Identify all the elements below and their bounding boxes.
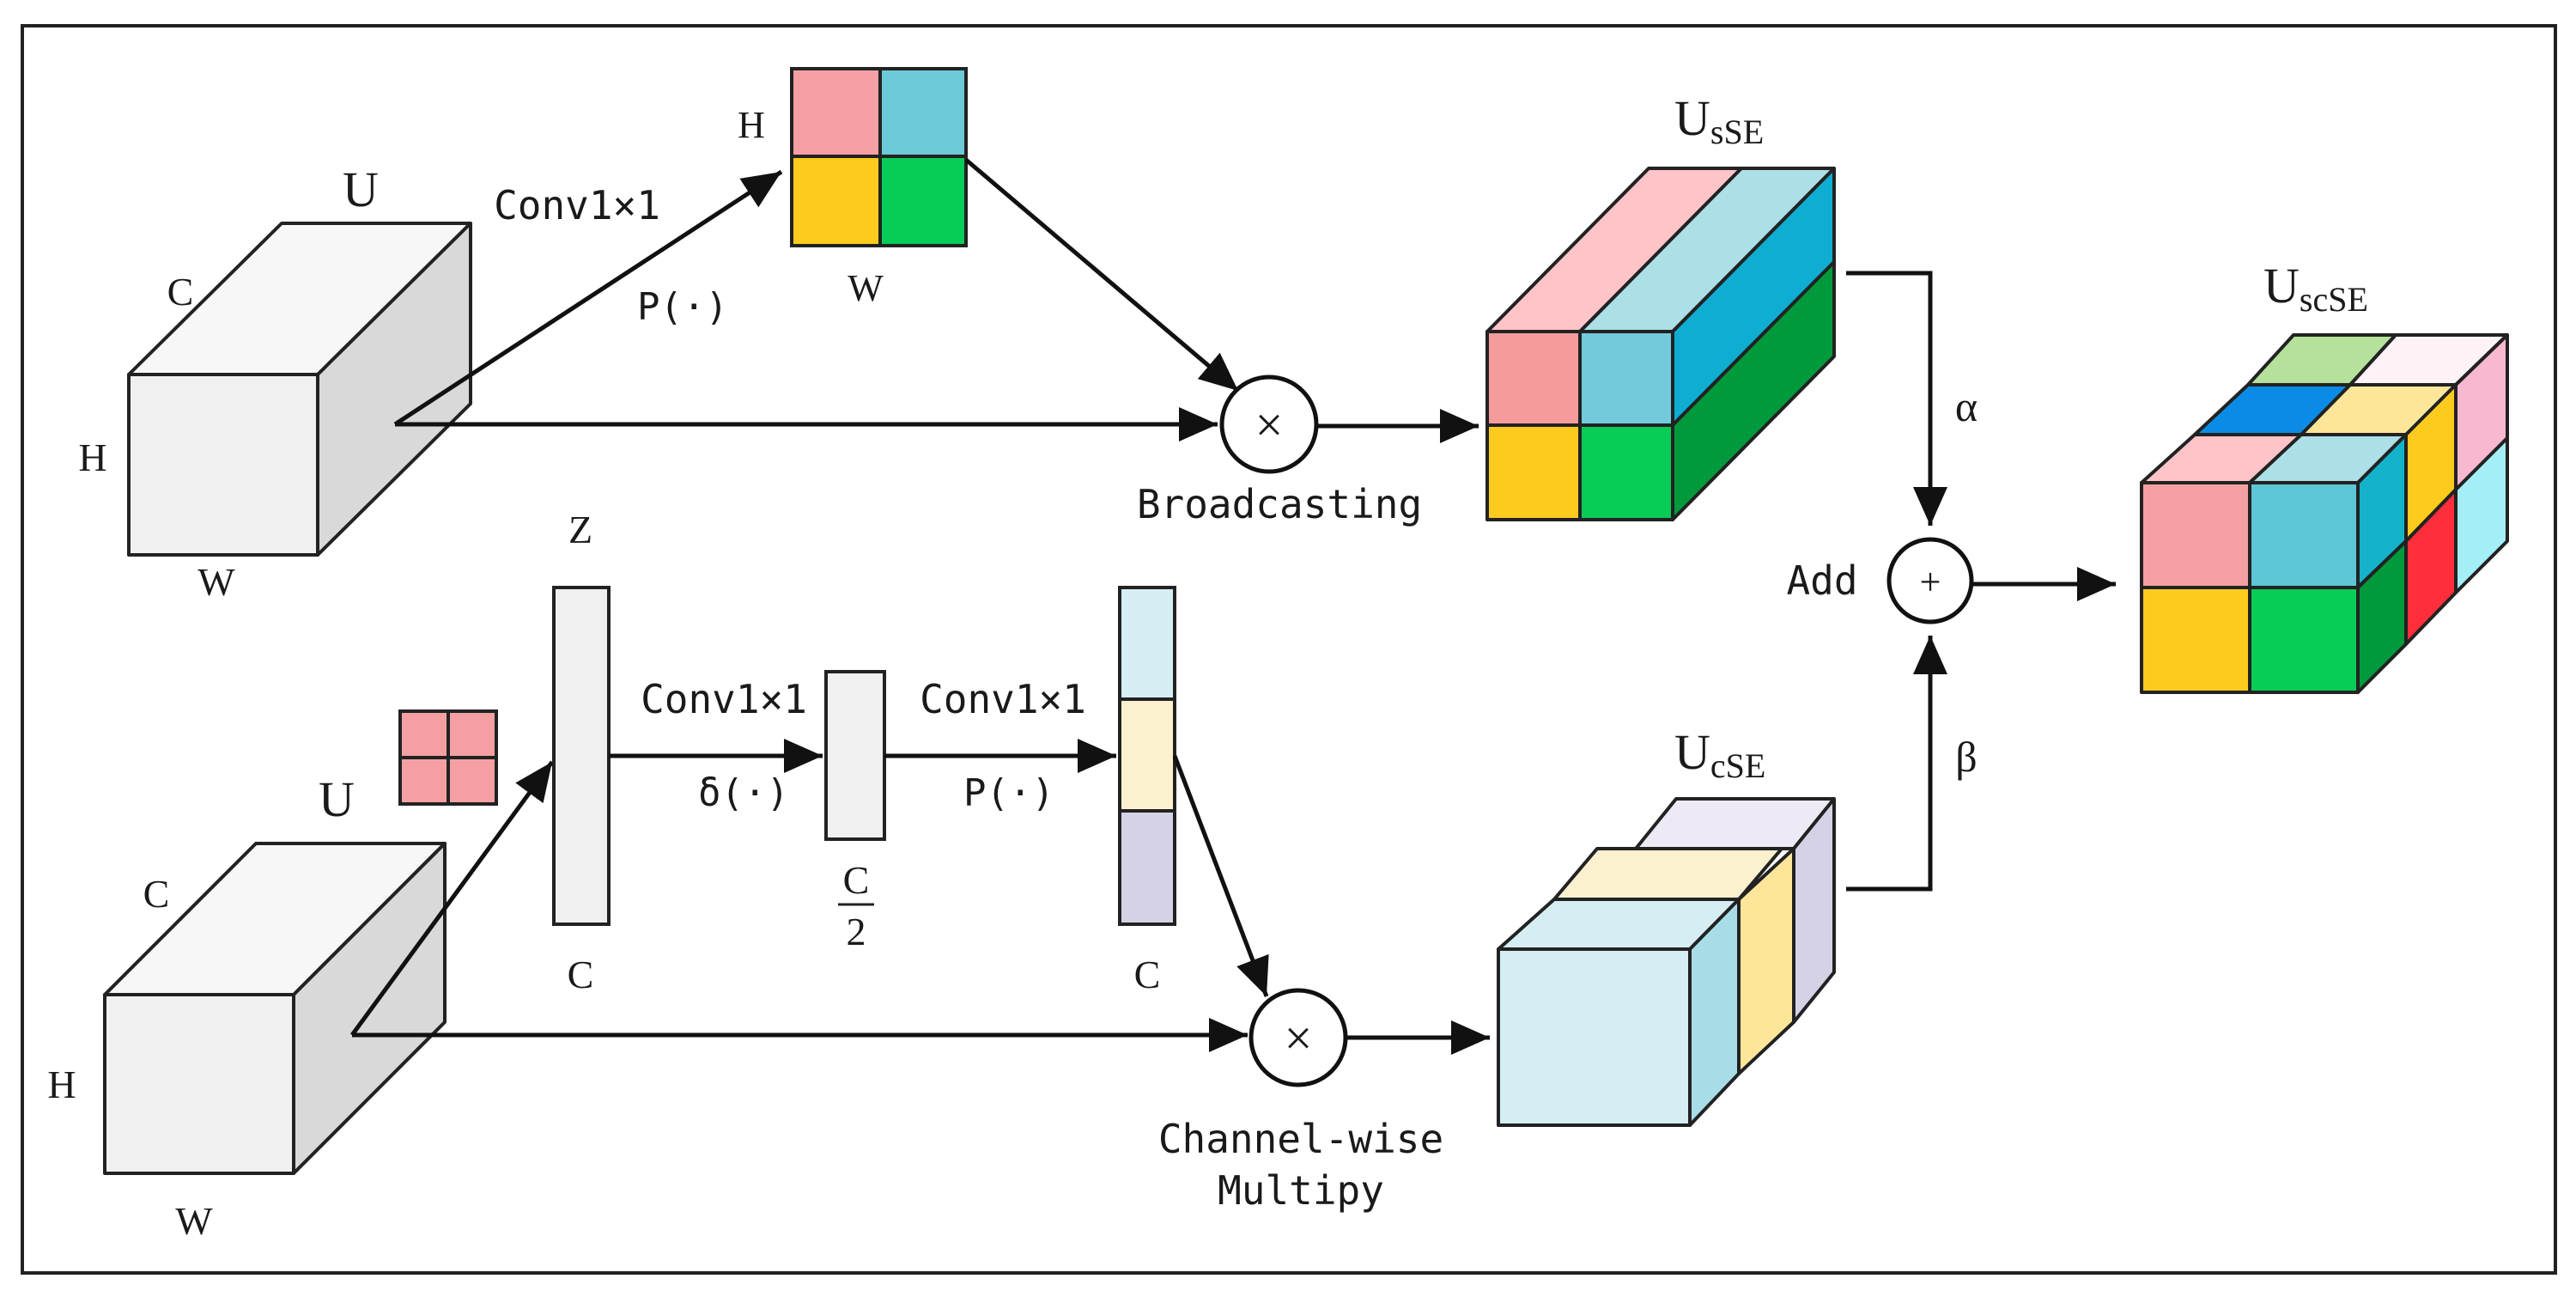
- reduced-vector: [824, 670, 886, 841]
- usse-to-add-connector: [1846, 271, 1947, 526]
- beta-label: β: [1955, 733, 1977, 781]
- half-den: 2: [847, 910, 866, 953]
- spatial-attention-map: [790, 67, 968, 247]
- bottom-dim-w: W: [175, 1199, 213, 1243]
- conv2-label: Conv1×1: [920, 676, 1086, 722]
- top-conv-arrow: [393, 169, 783, 427]
- alpha-label: α: [1955, 382, 1978, 430]
- ucse-label: UcSE: [1674, 724, 1765, 785]
- map-h-label: H: [738, 104, 765, 146]
- channel-attention-vector: [1118, 586, 1176, 926]
- top-dim-c: C: [167, 270, 194, 314]
- attn-c-label: C: [1134, 953, 1161, 996]
- bottom-dim-h: H: [47, 1063, 76, 1106]
- z-vector: [552, 586, 611, 926]
- sigmoid2-label: P(·): [963, 771, 1054, 815]
- add-node: [1886, 537, 1974, 624]
- attn-to-multiply-arrow: [1172, 755, 1269, 997]
- usse-label: UsSE: [1674, 90, 1764, 151]
- ucse-to-add-connector: [1846, 636, 1947, 892]
- channel-op-label-2: Multipy: [1218, 1167, 1384, 1214]
- z-label: Z: [568, 508, 592, 551]
- add-symbol: +: [1920, 561, 1941, 603]
- top-dim-w: W: [197, 560, 235, 604]
- uscse-tensor: [2140, 333, 2509, 694]
- bottom-input-tensor: [103, 842, 447, 1175]
- usse-label-main: U: [1674, 90, 1710, 146]
- top-input-label: U: [343, 161, 379, 217]
- ucse-tensor: [1497, 797, 1836, 1127]
- top-dim-h: H: [78, 435, 106, 479]
- uscse-label-sub: scSE: [2300, 280, 2368, 319]
- top-conv-label: Conv1×1: [494, 182, 660, 228]
- channel-multiply-symbol: ×: [1285, 1010, 1313, 1066]
- z-c-label: C: [568, 953, 594, 996]
- bottom-input-label: U: [319, 771, 355, 827]
- conv1-label: Conv1×1: [641, 676, 807, 722]
- top-input-tensor: [127, 222, 472, 557]
- uscse-label: UscSE: [2263, 258, 2368, 319]
- ucse-label-main: U: [1674, 724, 1710, 780]
- squeeze-arrow: [349, 760, 555, 1037]
- broadcast-label: Broadcasting: [1137, 481, 1422, 527]
- broadcast-multiply-symbol: ×: [1255, 397, 1284, 453]
- bottom-dim-c: C: [143, 872, 170, 916]
- top-sigmoid-label: P(·): [637, 285, 728, 329]
- map-w-label: W: [848, 267, 884, 309]
- relu-label: δ(·): [698, 771, 789, 815]
- pooling-icon: [398, 709, 498, 806]
- ucse-label-sub: cSE: [1710, 746, 1765, 785]
- usse-label-sub: sSE: [1710, 113, 1764, 151]
- usse-tensor: [1485, 167, 1836, 521]
- uscse-label-main: U: [2263, 258, 2300, 314]
- channel-op-label-1: Channel-wise: [1158, 1116, 1443, 1162]
- half-num: C: [843, 858, 870, 902]
- map-to-multiply-arrow: [964, 158, 1240, 393]
- add-label: Add: [1786, 557, 1857, 604]
